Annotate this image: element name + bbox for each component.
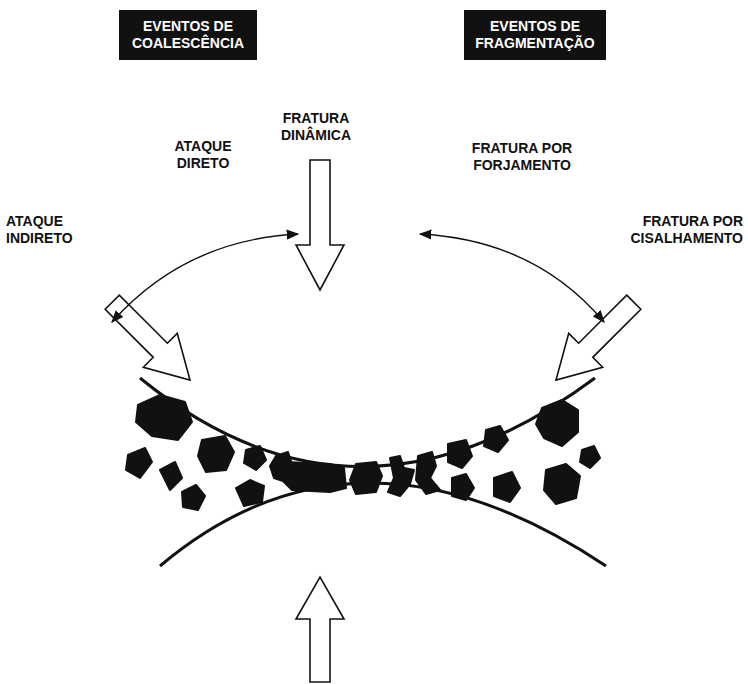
particle	[126, 448, 152, 478]
particle	[536, 400, 578, 446]
particle	[350, 462, 382, 494]
fragment	[494, 472, 520, 502]
process-label: FRATURA POR FORJAMENTO	[452, 140, 592, 174]
particle	[136, 395, 192, 440]
label-text: FRATURA DINÂMICA	[268, 110, 364, 144]
particle	[580, 446, 600, 468]
particle	[544, 464, 580, 504]
header-box: EVENTOS DE COALESCÊNCIA	[119, 10, 257, 60]
counter-arrow	[296, 577, 344, 682]
fragment	[452, 474, 474, 500]
process-label: ATAQUE DIRETO	[158, 138, 248, 172]
particle	[198, 436, 234, 472]
particle	[160, 462, 182, 490]
label-text: FRATURA POR CISALHAMENTO	[593, 213, 743, 247]
compacted-particle	[282, 462, 346, 492]
label-text: ATAQUE INDIRETO	[6, 213, 96, 247]
block-arrows	[95, 160, 651, 682]
process-label: FRATURA DINÂMICA	[268, 110, 364, 144]
particle	[244, 446, 266, 470]
dynamic-fracture-arrow	[296, 160, 344, 290]
process-label: FRATURA POR CISALHAMENTO	[593, 213, 743, 247]
curved-double-arrow	[420, 234, 604, 322]
fragment	[484, 426, 508, 452]
label-text: FRATURA POR FORJAMENTO	[452, 140, 592, 174]
indirect-attack-arrow	[95, 285, 207, 397]
shear-fracture-arrow	[539, 285, 651, 397]
lower-surface	[160, 483, 606, 566]
particle	[236, 480, 264, 506]
fragment	[416, 452, 440, 494]
fragment	[388, 456, 414, 496]
header-text: EVENTOS DE COALESCÊNCIA	[129, 18, 247, 52]
particle	[182, 485, 205, 510]
header-text: EVENTOS DE FRAGMENTAÇÃO	[474, 18, 596, 52]
label-text: ATAQUE DIRETO	[158, 138, 248, 172]
header-box: EVENTOS DE FRAGMENTAÇÃO	[464, 10, 606, 60]
process-label: ATAQUE INDIRETO	[6, 213, 96, 247]
curved-double-arrow	[112, 234, 298, 322]
fragment	[448, 440, 472, 468]
particles	[126, 395, 600, 510]
